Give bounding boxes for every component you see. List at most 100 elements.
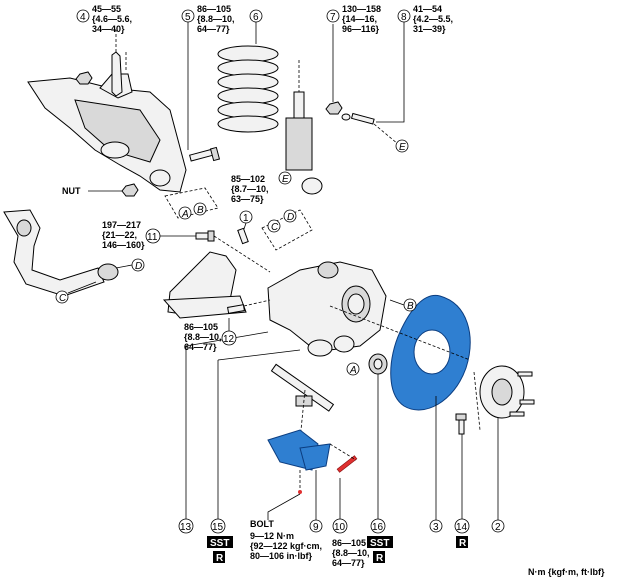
svg-text:86—105: 86—105 xyxy=(184,322,218,332)
svg-text:B: B xyxy=(407,301,414,312)
callout-13: 13 xyxy=(178,518,194,534)
svg-text:12: 12 xyxy=(223,334,235,345)
svg-text:E: E xyxy=(399,142,406,153)
upper-control-arm xyxy=(27,73,187,193)
svg-text:85—102: 85—102 xyxy=(231,174,265,184)
torque-7: 130—158 {14—16, 96—116} xyxy=(342,4,381,34)
svg-text:D: D xyxy=(287,212,294,223)
nut xyxy=(121,183,139,197)
units-note: N·m {kgf·m, ft·lbf} xyxy=(528,567,605,577)
callout-4: 4 xyxy=(76,9,90,23)
coil-spring xyxy=(217,45,279,133)
svg-text:86—105: 86—105 xyxy=(332,538,366,548)
svg-text:5: 5 xyxy=(185,12,191,23)
svg-text:130—158: 130—158 xyxy=(342,4,381,14)
svg-text:4: 4 xyxy=(80,12,86,23)
shock-nut xyxy=(325,101,375,125)
bolt-1 xyxy=(237,227,249,245)
svg-text:1: 1 xyxy=(243,213,249,224)
svg-text:{4.2—5.5,: {4.2—5.5, xyxy=(413,14,453,24)
torque-4: 45—55 {4.6—5.6, 34—40} xyxy=(92,4,132,34)
svg-text:31—39}: 31—39} xyxy=(413,24,446,34)
knuckle-bracket xyxy=(162,251,247,319)
torque-1: 85—102 {8.7—10, 63—75} xyxy=(231,174,269,204)
svg-text:9: 9 xyxy=(313,522,319,533)
hub-bolt xyxy=(455,413,467,435)
callout-7: 7 xyxy=(326,9,340,23)
svg-text:80—106 in·lbf}: 80—106 in·lbf} xyxy=(250,551,313,561)
svg-text:{92—122 kgf·cm,: {92—122 kgf·cm, xyxy=(250,541,322,551)
svg-text:63—75}: 63—75} xyxy=(231,194,264,204)
svg-text:{14—16,: {14—16, xyxy=(342,14,377,24)
svg-text:{8.8—10,: {8.8—10, xyxy=(332,548,370,558)
svg-text:SST: SST xyxy=(210,538,229,549)
callout-16: 16 xyxy=(370,518,386,534)
svg-text:{8.8—10,: {8.8—10, xyxy=(197,14,235,24)
shock-absorber xyxy=(285,91,323,195)
ref-c-link: C xyxy=(55,290,69,304)
svg-text:197—217: 197—217 xyxy=(102,220,141,230)
callout-3: 3 xyxy=(429,519,443,533)
torque-11: 197—217 {21—22, 146—160} xyxy=(102,220,145,250)
svg-text:2: 2 xyxy=(495,522,501,533)
svg-text:11: 11 xyxy=(147,232,158,243)
sst-badge-15: SST xyxy=(207,536,233,549)
callout-11: 11 xyxy=(145,228,161,244)
svg-text:86—105: 86—105 xyxy=(197,4,231,14)
callout-8: 8 xyxy=(397,9,411,23)
svg-text:C: C xyxy=(271,222,279,233)
r-badge-16: R xyxy=(373,551,385,564)
torque-10: 86—105 {8.8—10, 64—77} xyxy=(332,538,370,568)
sst-badge-16: SST xyxy=(367,536,393,549)
callout-2: 2 xyxy=(491,519,505,533)
callout-9: 9 xyxy=(309,519,323,533)
callout-15: 15 xyxy=(210,518,226,534)
svg-text:6: 6 xyxy=(253,12,259,23)
callout-6: 6 xyxy=(249,9,263,23)
svg-text:{8.8—10,: {8.8—10, xyxy=(184,332,222,342)
svg-text:C: C xyxy=(59,293,67,304)
svg-text:A: A xyxy=(349,365,357,376)
link-bracket xyxy=(267,429,331,471)
bushing xyxy=(368,353,388,375)
svg-text:15: 15 xyxy=(212,522,224,533)
ref-e-top: E xyxy=(395,139,409,153)
svg-text:45—55: 45—55 xyxy=(92,4,121,14)
svg-text:{8.7—10,: {8.7—10, xyxy=(231,184,269,194)
bolt-5 xyxy=(189,146,221,162)
svg-text:34—40}: 34—40} xyxy=(92,24,125,34)
svg-text:A: A xyxy=(181,209,189,220)
r-badge-15: R xyxy=(213,551,225,564)
callout-12: 12 xyxy=(221,330,237,346)
wheel-hub xyxy=(479,365,535,419)
svg-text:R: R xyxy=(216,553,224,564)
svg-text:64—77}: 64—77} xyxy=(197,24,230,34)
svg-text:7: 7 xyxy=(330,12,336,23)
svg-text:14: 14 xyxy=(456,522,468,533)
ref-c-mid: C xyxy=(267,219,281,233)
svg-text:10: 10 xyxy=(334,522,346,533)
special-service-tool xyxy=(270,363,335,412)
ref-a-knuckle: A xyxy=(346,362,360,376)
bolt-torque: BOLT 9—12 N·m {92—122 kgf·cm, 80—106 in·… xyxy=(250,519,322,561)
bolt-12 xyxy=(227,304,245,314)
svg-text:9—12 N·m: 9—12 N·m xyxy=(250,531,294,541)
knuckle xyxy=(267,261,387,357)
callout-1: 1 xyxy=(239,210,253,224)
svg-text:R: R xyxy=(376,553,384,564)
svg-text:R: R xyxy=(459,538,467,549)
lower-link xyxy=(3,209,119,297)
svg-text:{21—22,: {21—22, xyxy=(102,230,137,240)
svg-text:13: 13 xyxy=(180,522,192,533)
callout-14: 14 xyxy=(454,518,470,534)
svg-text:BOLT: BOLT xyxy=(250,519,274,529)
svg-text:E: E xyxy=(282,174,289,185)
dust-cover xyxy=(390,294,471,411)
svg-text:64—77}: 64—77} xyxy=(332,558,365,568)
svg-text:146—160}: 146—160} xyxy=(102,240,145,250)
ref-a-upper: A xyxy=(178,206,192,220)
ref-b-upper: B xyxy=(193,202,207,216)
ref-d-link: D xyxy=(131,258,145,272)
torque-12: 86—105 {8.8—10, 64—77} xyxy=(184,322,222,352)
ref-e-shock: E xyxy=(278,171,292,185)
